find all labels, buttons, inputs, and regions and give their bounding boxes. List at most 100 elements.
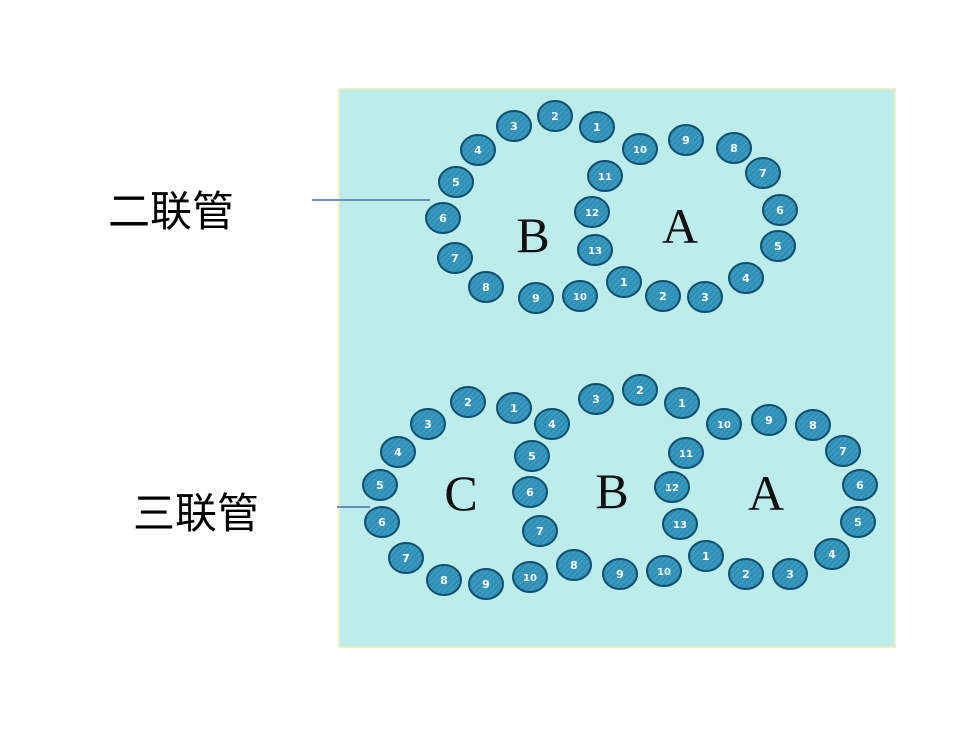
bead-number: 3: [592, 393, 600, 406]
triplet-tubule-a-bead: 8: [795, 409, 831, 441]
bead-number: 1: [510, 402, 518, 415]
bead-number: 6: [378, 516, 386, 529]
bead-number: 13: [673, 520, 687, 531]
triplet-tubule-b-bead: 5: [514, 440, 550, 472]
bead-number: 9: [616, 568, 624, 581]
bead-number: 1: [702, 550, 710, 563]
doublet-tubule-b-bead: 7: [437, 242, 473, 274]
bead-number: 3: [424, 418, 432, 431]
bead-number: 1: [678, 397, 686, 410]
bead-number: 7: [402, 552, 410, 565]
triplet-tubule-b-bead: 10: [646, 555, 682, 587]
triplet-tubule-a-bead: 3: [772, 558, 808, 590]
doublet-tubule-a-bead: 10: [622, 133, 658, 165]
bead-number: 10: [717, 420, 731, 431]
doublet-tubule-a-bead: 2: [645, 280, 681, 312]
triplet-letter-a: A: [748, 465, 784, 521]
doublet-tubule-a-bead: 9: [668, 124, 704, 156]
triplet-tubule-c-bead: 3: [410, 408, 446, 440]
doublet-tubule-a-bead: 3: [687, 281, 723, 313]
triplet-label: 三联管: [133, 489, 260, 538]
triplet-tubule-b-bead: 9: [602, 558, 638, 590]
bead-number: 5: [452, 176, 460, 189]
bead-number: 8: [482, 281, 490, 294]
bead-number: 9: [532, 292, 540, 305]
doublet-letter-b: B: [516, 207, 549, 263]
bead-number: 7: [839, 445, 847, 458]
doublet-tubule-a-bead: 1: [606, 266, 642, 298]
bead-number: 5: [774, 240, 782, 253]
bead-number: 4: [548, 418, 556, 431]
bead-number: 9: [765, 414, 773, 427]
doublet-tubule-a-bead: 7: [745, 157, 781, 189]
bead-number: 10: [633, 145, 647, 156]
triplet-tubule-b-bead: 7: [522, 515, 558, 547]
triplet-tubule-a-bead: 2: [728, 558, 764, 590]
triplet-tubule-a-bead: 7: [825, 435, 861, 467]
doublet-tubule-a-bead: 12: [574, 196, 610, 228]
bead-number: 10: [657, 567, 671, 578]
doublet-tubule-b-bead: 8: [468, 271, 504, 303]
doublet-tubule-a-bead: 8: [716, 132, 752, 164]
doublet-tubule-a-bead: 13: [577, 234, 613, 266]
bead-number: 10: [573, 292, 587, 303]
bead-number: 13: [588, 246, 602, 257]
triplet-tubule-a-bead: 5: [840, 506, 876, 538]
doublet-tubule-b-bead: 5: [438, 166, 474, 198]
triplet-tubule-b-bead: 6: [512, 476, 548, 508]
bead-number: 11: [679, 449, 693, 460]
triplet-tubule-b-bead: 3: [578, 383, 614, 415]
doublet-tubule-a-bead: 11: [587, 160, 623, 192]
triplet-tubule-c-bead: 7: [388, 542, 424, 574]
bead-number: 2: [464, 396, 472, 409]
bead-number: 3: [510, 120, 518, 133]
bead-number: 1: [593, 121, 601, 134]
bead-number: 10: [523, 573, 537, 584]
doublet-tubule-b-bead: 3: [496, 110, 532, 142]
bead-number: 5: [528, 450, 536, 463]
bead-number: 1: [620, 276, 628, 289]
bead-number: 5: [854, 516, 862, 529]
doublet-tubule-b-bead: 4: [460, 134, 496, 166]
bead-number: 2: [551, 110, 559, 123]
triplet-tubule-c-bead: 1: [496, 392, 532, 424]
triplet-tubule-a-bead: 4: [814, 538, 850, 570]
triplet-tubule-a-bead: 9: [751, 404, 787, 436]
bead-number: 6: [439, 212, 447, 225]
bead-number: 12: [585, 208, 599, 219]
bead-number: 2: [636, 384, 644, 397]
doublet-tubule-b-bead: 10: [562, 280, 598, 312]
triplet-tubule-a-bead: 6: [842, 469, 878, 501]
bead-number: 6: [776, 204, 784, 217]
bead-number: 3: [786, 568, 794, 581]
triplet-letter-b: B: [595, 463, 628, 519]
doublet-label: 二联管: [108, 187, 235, 236]
triplet-tubule-a-bead: 1: [688, 540, 724, 572]
bead-number: 6: [856, 479, 864, 492]
bead-number: 8: [570, 559, 578, 572]
bead-number: 8: [809, 419, 817, 432]
bead-number: 4: [742, 272, 750, 285]
triplet-tubule-a-bead: 13: [662, 508, 698, 540]
doublet-tubule-a-bead: 4: [728, 262, 764, 294]
bead-number: 4: [828, 548, 836, 561]
triplet-tubule-b-bead: 8: [556, 549, 592, 581]
doublet-tubule-b-bead: 6: [425, 202, 461, 234]
bead-number: 8: [730, 142, 738, 155]
bead-number: 6: [526, 486, 534, 499]
triplet-tubule-c-bead: 5: [362, 469, 398, 501]
triplet-letter-c: C: [444, 465, 477, 521]
triplet-tubule-c-bead: 9: [468, 568, 504, 600]
doublet-tubule-a-bead: 5: [760, 230, 796, 262]
triplet-tubule-a-bead: 12: [654, 471, 690, 503]
bead-number: 3: [701, 291, 709, 304]
triplet-tubule-c-bead: 4: [380, 436, 416, 468]
doublet-tubule-b-bead: 2: [537, 100, 573, 132]
bead-number: 4: [394, 446, 402, 459]
doublet-tubule-b-bead: 1: [579, 111, 615, 143]
bead-number: 5: [376, 479, 384, 492]
bead-number: 8: [440, 574, 448, 587]
doublet-tubule-b-bead: 9: [518, 282, 554, 314]
